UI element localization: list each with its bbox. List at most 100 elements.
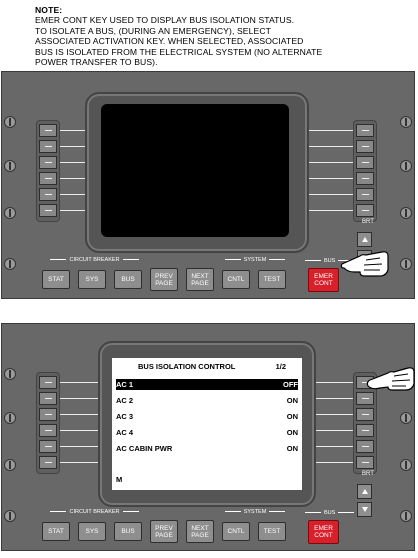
bus-row-ac3[interactable]: AC 3 ON <box>116 411 298 422</box>
divider <box>60 446 111 447</box>
sys-key[interactable]: SYS <box>78 522 106 541</box>
page-indicator: 1/2 <box>275 362 286 371</box>
divider <box>60 462 111 463</box>
line-select-key-r3[interactable] <box>356 408 374 421</box>
emer-cont-key[interactable]: EMER CONT <box>308 520 339 544</box>
brightness-up-button[interactable] <box>357 484 372 499</box>
screw-icon <box>4 207 16 219</box>
menu-indicator: M <box>116 475 123 484</box>
next-page-key[interactable]: NEXT PAGE <box>186 520 214 543</box>
screw-icon <box>4 258 16 270</box>
brt-label: BRT <box>362 471 374 477</box>
line-select-key-r4[interactable] <box>356 172 374 185</box>
system-label: SYSTEM <box>215 509 295 515</box>
test-key[interactable]: TEST <box>258 270 286 289</box>
divider <box>60 162 91 163</box>
bus-row-ac2[interactable]: AC 2 ON <box>116 395 298 406</box>
line-select-key-l3[interactable] <box>39 156 57 169</box>
divider <box>302 194 353 195</box>
bus-row-ac1[interactable]: AC 1 OFF <box>116 379 298 390</box>
right-line-select-key-group <box>353 120 377 222</box>
line-select-key-r5[interactable] <box>356 188 374 201</box>
brightness-down-button[interactable] <box>357 502 372 517</box>
screw-icon <box>4 459 16 471</box>
note-title: NOTE: <box>35 5 63 15</box>
bus-group-label: BUS <box>302 258 347 264</box>
line-select-key-r6[interactable] <box>356 204 374 217</box>
note-line: ASSOCIATED ACTIVATION KEY. WHEN SELECTED… <box>35 36 304 47</box>
cntl-key[interactable]: CNTL <box>222 522 250 541</box>
bus-key[interactable]: BUS <box>114 270 142 289</box>
sys-key[interactable]: SYS <box>78 270 106 289</box>
display-bezel <box>85 92 309 253</box>
bus-row-label: AC 2 <box>116 396 134 405</box>
divider <box>60 430 111 431</box>
line-select-key-r6[interactable] <box>356 456 374 469</box>
display-screen <box>101 104 289 237</box>
divider <box>300 398 353 399</box>
line-select-key-r1[interactable] <box>356 124 374 137</box>
bus-row-status: ON <box>286 428 298 437</box>
line-select-key-r2[interactable] <box>356 392 374 405</box>
screw-icon <box>4 116 16 128</box>
screw-icon <box>4 510 16 522</box>
divider <box>300 430 353 431</box>
display-title: BUS ISOLATION CONTROL <box>138 362 236 371</box>
prev-page-key[interactable]: PREV PAGE <box>150 520 178 543</box>
line-select-key-l3[interactable] <box>39 408 57 421</box>
line-select-key-l5[interactable] <box>39 440 57 453</box>
line-select-key-l1[interactable] <box>39 376 57 389</box>
stat-key[interactable]: STAT <box>42 522 70 541</box>
line-select-key-l4[interactable] <box>39 424 57 437</box>
bus-row-ac-cabin-pwr[interactable]: AC CABIN PWR ON <box>116 443 298 454</box>
bus-row-ac4[interactable]: AC 4 ON <box>116 427 298 438</box>
divider <box>300 414 353 415</box>
note-line: EMER CONT KEY USED TO DISPLAY BUS ISOLAT… <box>35 15 295 26</box>
line-select-key-l5[interactable] <box>39 188 57 201</box>
screw-icon <box>400 258 412 270</box>
test-key[interactable]: TEST <box>258 522 286 541</box>
line-select-key-l2[interactable] <box>39 140 57 153</box>
note-line: POWER TRANSFER TO BUS). <box>35 57 158 68</box>
emer-cont-key[interactable]: EMER CONT <box>308 268 339 292</box>
pointing-hand-icon <box>366 367 415 391</box>
divider <box>300 446 353 447</box>
bus-key[interactable]: BUS <box>114 522 142 541</box>
system-label: SYSTEM <box>215 257 295 263</box>
next-page-key[interactable]: NEXT PAGE <box>186 268 214 291</box>
bus-row-label: AC CABIN PWR <box>116 444 173 453</box>
line-select-key-l1[interactable] <box>39 124 57 137</box>
divider <box>302 146 353 147</box>
screw-icon <box>4 160 16 172</box>
stat-key[interactable]: STAT <box>42 270 70 289</box>
divider <box>60 146 91 147</box>
left-line-select-key-group <box>36 372 60 474</box>
divider <box>302 130 353 131</box>
bus-isolation-display: BUS ISOLATION CONTROL 1/2 AC 1 OFF AC 2 … <box>112 358 302 490</box>
brt-label: BRT <box>362 219 374 225</box>
arrow-up-icon <box>362 237 368 242</box>
pointing-hand-icon <box>340 251 389 277</box>
brightness-up-button[interactable] <box>357 232 372 247</box>
control-panel-top: CIRCUIT BREAKER SYSTEM STAT SYS BUS PREV… <box>1 71 415 299</box>
line-select-key-r4[interactable] <box>356 424 374 437</box>
prev-page-key[interactable]: PREV PAGE <box>150 268 178 291</box>
display-header: BUS ISOLATION CONTROL 1/2 <box>112 361 302 372</box>
divider <box>60 178 91 179</box>
screw-icon <box>400 116 412 128</box>
note-line: BUS IS ISOLATED FROM THE ELECTRICAL SYST… <box>35 46 323 57</box>
arrow-up-icon <box>362 489 368 494</box>
line-select-key-r5[interactable] <box>356 440 374 453</box>
line-select-key-l6[interactable] <box>39 204 57 217</box>
line-select-key-l2[interactable] <box>39 392 57 405</box>
bus-row-status: ON <box>286 396 298 405</box>
divider <box>302 178 353 179</box>
line-select-key-l4[interactable] <box>39 172 57 185</box>
cntl-key[interactable]: CNTL <box>222 270 250 289</box>
left-line-select-key-group <box>36 120 60 222</box>
line-select-key-r2[interactable] <box>356 140 374 153</box>
divider <box>302 210 353 211</box>
line-select-key-r3[interactable] <box>356 156 374 169</box>
divider <box>60 382 111 383</box>
line-select-key-l6[interactable] <box>39 456 57 469</box>
